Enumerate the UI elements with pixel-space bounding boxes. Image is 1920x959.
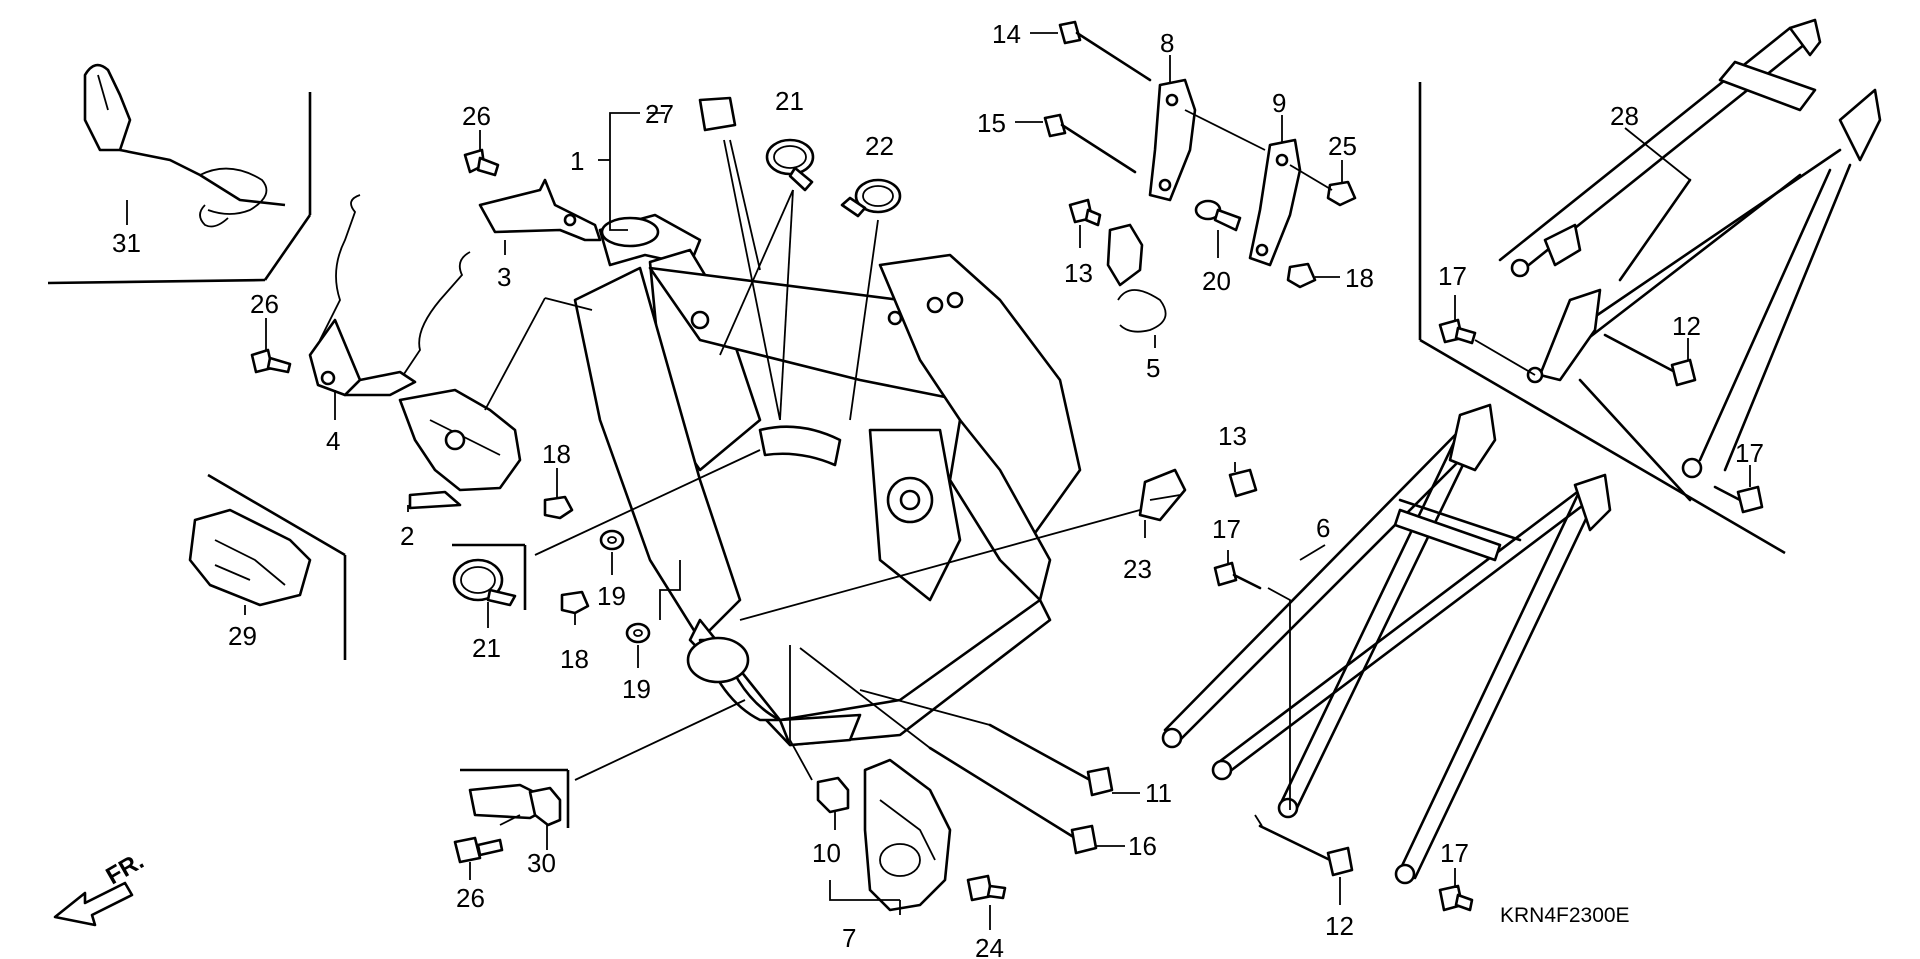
callout-13a: 13: [1064, 258, 1093, 288]
callout-labels: 1 2 3 4 5 6 7 8 9 10 11 12 12 13 13 14 1…: [112, 19, 1764, 959]
callout-16: 16: [1128, 831, 1157, 861]
washer-19-lower: [625, 622, 651, 644]
pad-27: [698, 96, 737, 132]
callout-26a: 26: [462, 101, 491, 131]
callout-31: 31: [112, 228, 141, 258]
protector-29: [188, 508, 312, 607]
bolt-15: [1043, 113, 1137, 174]
callout-19a: 19: [597, 581, 626, 611]
callout-8: 8: [1160, 28, 1174, 58]
washer-18-left: [543, 495, 574, 520]
bolt-24: [966, 874, 1007, 902]
callout-7: 7: [842, 923, 856, 953]
bolt-17-lower: [1438, 884, 1474, 912]
callout-24: 24: [975, 933, 1004, 959]
bolt-13-right: [1228, 468, 1258, 498]
callout-30: 30: [527, 848, 556, 878]
callout-17d: 17: [1440, 838, 1469, 868]
callout-20: 20: [1202, 266, 1231, 296]
clip-20: [1194, 199, 1242, 232]
callout-15: 15: [977, 108, 1006, 138]
panel-divider-29: [207, 473, 347, 660]
washer-19-upper: [599, 529, 625, 551]
callout-4: 4: [326, 426, 340, 456]
callout-17c: 17: [1212, 514, 1241, 544]
bolt-17-rear-bottom: [1713, 485, 1764, 514]
callout-19b: 19: [622, 674, 651, 704]
callout-28: 28: [1610, 101, 1639, 131]
callout-26c: 26: [456, 883, 485, 913]
bolt-17-mid: [1213, 561, 1262, 590]
callout-10: 10: [812, 838, 841, 868]
callout-22: 22: [865, 131, 894, 161]
clamp-30: [468, 783, 562, 827]
callout-9: 9: [1272, 88, 1286, 118]
bolt-11: [988, 723, 1114, 797]
rear-subframe-28: [1498, 18, 1882, 502]
lower-subframe-6: [1161, 403, 1612, 885]
bracket-3: [478, 178, 602, 242]
bolt-12-lower: [1258, 824, 1354, 877]
callout-5: 5: [1146, 353, 1160, 383]
callout-3: 3: [497, 262, 511, 292]
engine-bracket-8: [1148, 78, 1197, 202]
panel-divider-21: [452, 543, 527, 610]
bolt-12-rear: [1603, 333, 1697, 387]
callout-21b: 21: [472, 633, 501, 663]
callout-1: 1: [570, 146, 584, 176]
callout-29: 29: [228, 621, 257, 651]
bolt-17-rear-top: [1438, 318, 1477, 345]
cable-guide-31: [83, 63, 286, 228]
callout-12a: 12: [1672, 311, 1701, 341]
callout-14: 14: [992, 19, 1021, 49]
cable-holder-5: [1106, 223, 1167, 333]
nut-18-right: [1286, 262, 1317, 289]
collar-23: [1138, 468, 1187, 522]
bolt-26-bottom: [453, 836, 504, 864]
bolt-13-top: [1068, 198, 1102, 227]
callout-12b: 12: [1325, 911, 1354, 941]
callout-6: 6: [1316, 513, 1330, 543]
callout-18a: 18: [542, 439, 571, 469]
bolt-26-top: [463, 148, 500, 177]
callout-26b: 26: [250, 289, 279, 319]
callout-11: 11: [1145, 778, 1172, 808]
callout-17a: 17: [1438, 261, 1467, 291]
guard-7: [863, 758, 952, 912]
engine-bracket-9: [1248, 138, 1302, 267]
collar-10: [816, 776, 850, 814]
washer-18-mid: [560, 590, 590, 615]
bolt-14: [1058, 20, 1152, 82]
callout-27: 27: [645, 99, 674, 129]
callout-2: 2: [400, 521, 414, 551]
nut-25: [1326, 180, 1357, 207]
callout-18c: 18: [560, 644, 589, 674]
panel-divider-30: [460, 768, 570, 828]
callout-17b: 17: [1735, 438, 1764, 468]
harness-guide-4: [308, 194, 471, 397]
front-direction-arrow-icon: [53, 881, 134, 927]
callout-23: 23: [1123, 554, 1152, 584]
leader-lines: [126, 32, 1751, 930]
band-21-lower: [452, 558, 517, 607]
callout-25: 25: [1328, 131, 1357, 161]
band-22: [840, 178, 902, 218]
bolt-16: [928, 746, 1098, 855]
callout-18b: 18: [1345, 263, 1374, 293]
holder-2: [398, 388, 522, 510]
bolt-26-left: [250, 348, 292, 374]
callout-13b: 13: [1218, 421, 1247, 451]
front-direction-label: FR.: [102, 847, 149, 890]
main-frame: [573, 213, 1082, 747]
panel-divider-31: [47, 92, 312, 285]
callout-21a: 21: [775, 86, 804, 116]
diagram-code: KRN4F2300E: [1500, 904, 1630, 927]
panel-divider-28: [1418, 82, 1786, 555]
band-21-top: [765, 138, 815, 192]
